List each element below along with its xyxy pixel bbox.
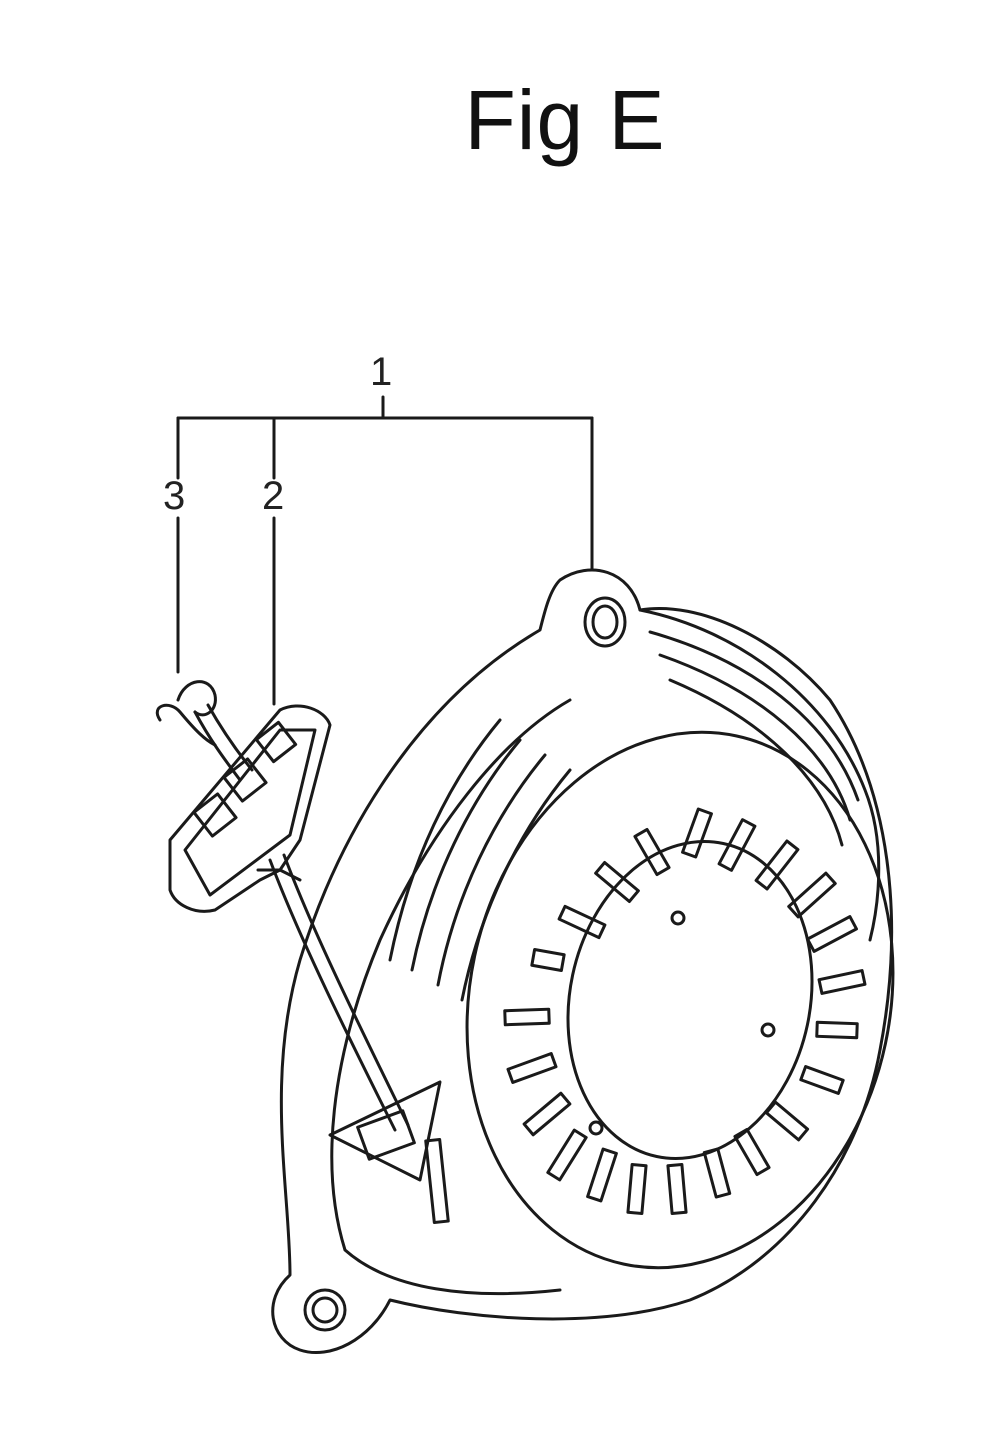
rope-knot: [156, 680, 254, 782]
leader-lines: [176, 395, 594, 706]
outer-flange: [271, 568, 894, 1355]
lower-lug-hole: [303, 1288, 347, 1332]
callout-label-2: 2: [262, 474, 285, 518]
callout-label-1: 1: [370, 350, 393, 394]
upper-lug-hole: [583, 596, 627, 648]
drum-front-face: [465, 730, 895, 1270]
starter-rope: [268, 858, 397, 1132]
inner-flange: [330, 698, 572, 1296]
center-hub: [566, 840, 814, 1160]
vent-slots: [503, 807, 867, 1216]
starter-handle: [168, 704, 332, 913]
rope-guide: [328, 1080, 442, 1182]
drum-rear: [638, 608, 881, 942]
figure-title: Fig E: [464, 73, 666, 167]
callout-label-3: 3: [163, 474, 186, 518]
